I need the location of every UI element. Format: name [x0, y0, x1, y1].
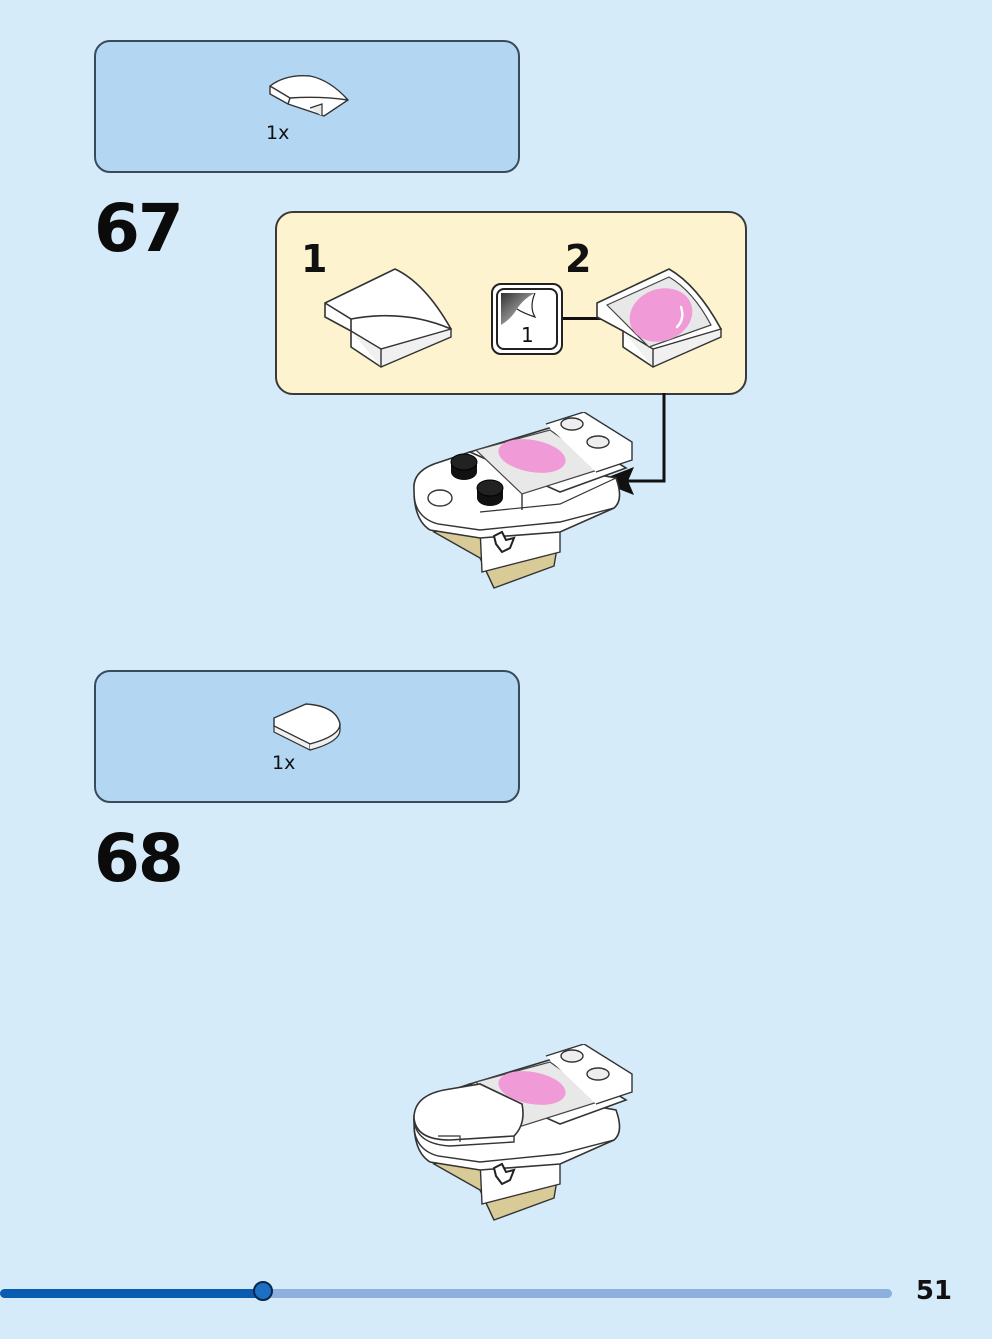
peel-corner-icon — [501, 292, 537, 325]
step-number-67: 67 — [94, 190, 184, 267]
part-quantity: 1x — [266, 122, 290, 144]
curved-slope-brick-pink-sticker-icon — [596, 268, 723, 368]
progress-fill — [0, 1289, 264, 1298]
parts-box-step-67: 1x — [94, 40, 520, 173]
sticker-number: 1 — [521, 323, 534, 347]
round-tile-white-icon — [273, 703, 341, 751]
curved-slope-brick-white-icon — [324, 268, 453, 368]
connector-line — [563, 317, 625, 320]
page-number: 51 — [915, 1276, 952, 1306]
substep-callout: 1 2 1 — [275, 211, 747, 395]
curved-slope-tile-white-icon — [269, 75, 350, 117]
substep-number-2: 2 — [565, 237, 592, 281]
part-quantity: 1x — [272, 752, 296, 774]
substep-number-1: 1 — [301, 237, 328, 281]
step-number-68: 68 — [94, 820, 184, 897]
progress-track — [0, 1281, 892, 1301]
partial-model-step-68-icon — [413, 1044, 633, 1221]
parts-box-step-68: 1x — [94, 670, 520, 803]
partial-model-step-67-icon — [413, 412, 633, 589]
sticker-sheet-icon: 1 — [491, 283, 563, 355]
progress-knob — [253, 1281, 274, 1301]
